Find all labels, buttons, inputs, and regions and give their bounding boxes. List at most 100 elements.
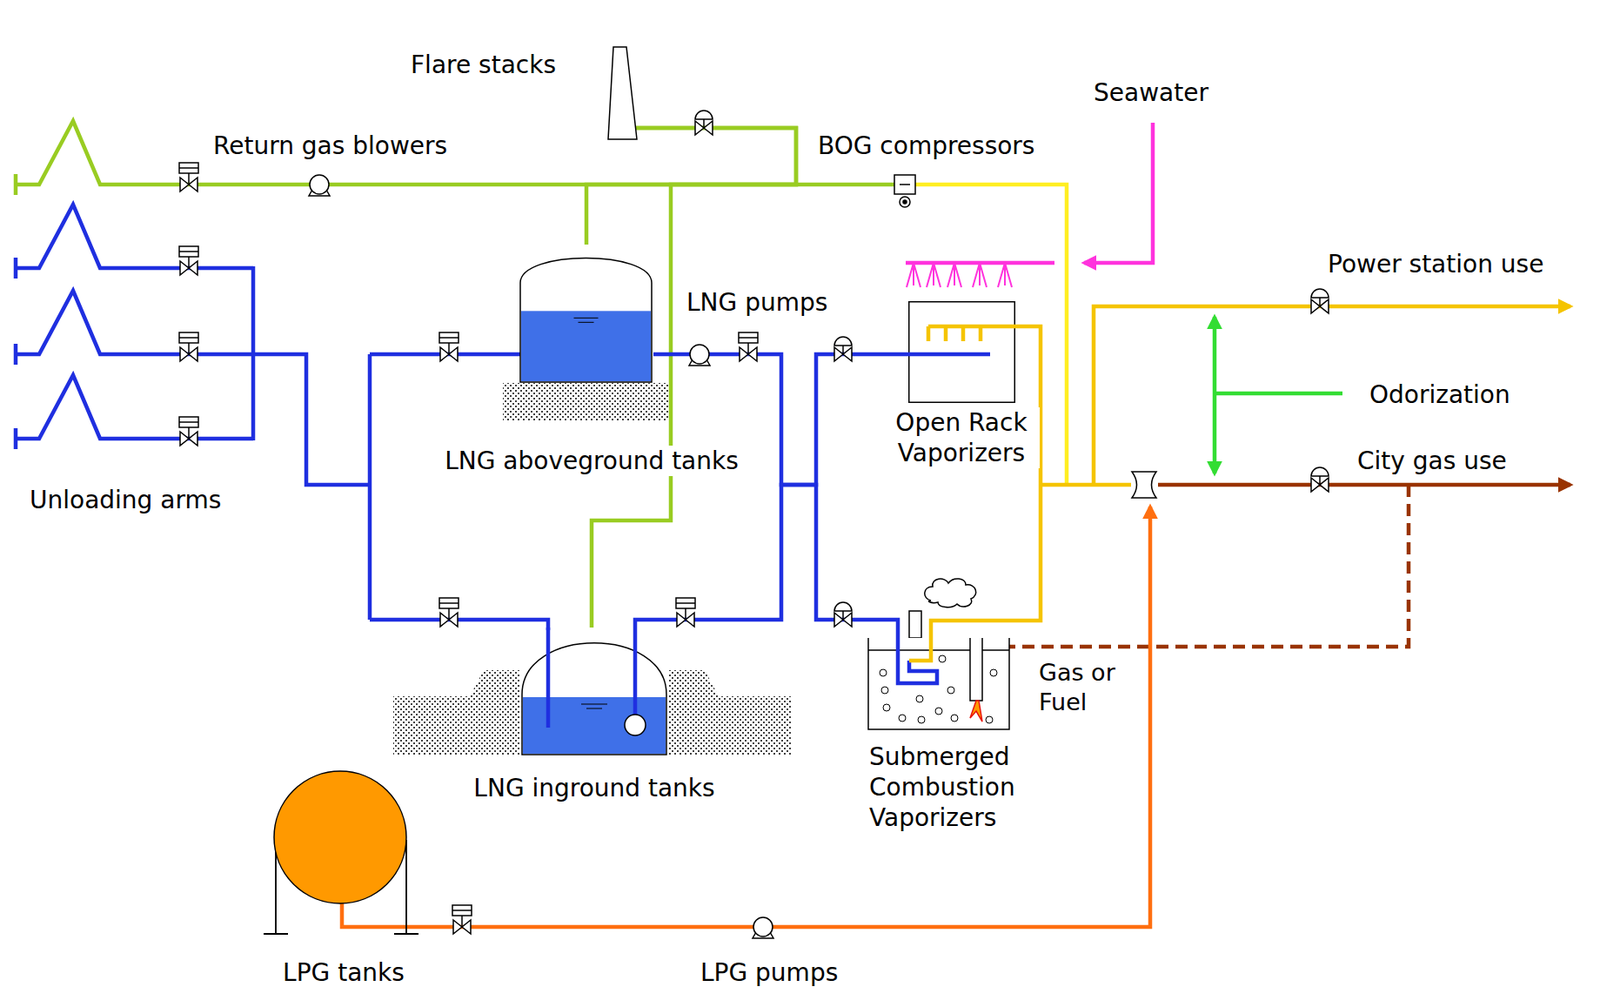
odorization-line [1212, 316, 1218, 474]
pipe-connector [635, 484, 898, 638]
lng-pipe [15, 374, 254, 449]
bog-compressor [894, 174, 916, 195]
tank-legs [263, 839, 419, 934]
pipe-connector [653, 354, 909, 485]
bubble [879, 669, 887, 677]
part-label: Seawater [1091, 77, 1211, 108]
ground [668, 669, 791, 756]
lng-pipe [15, 204, 254, 279]
lng-coil [897, 637, 938, 683]
pipe-connector [586, 127, 797, 245]
gas-header [928, 326, 1016, 342]
node-shape [518, 244, 654, 383]
gas-pipe [341, 184, 1571, 927]
flame [970, 700, 983, 722]
seawater-line [905, 261, 1055, 266]
part-label: City gas use [1355, 445, 1509, 476]
ground [393, 669, 521, 756]
return-gas-pipe [15, 120, 895, 195]
node-label: LPG tanks [281, 957, 407, 988]
open-rack-vaporizer: Open Rack Vaporizers [908, 301, 1016, 403]
vaporizer-outline [909, 301, 1016, 403]
node-label: Submerged Combustion Vaporizers [867, 741, 1058, 833]
seawater-line [905, 122, 1153, 288]
valves [834, 336, 852, 362]
submerged-pump [624, 714, 646, 736]
bog-compressor [903, 200, 907, 204]
pumps [752, 917, 774, 938]
gas-pipe [991, 484, 1409, 647]
node-shape [520, 627, 669, 756]
bubble [935, 707, 943, 715]
valves [179, 246, 199, 275]
lng-tube [908, 352, 991, 357]
outlet-pipe [633, 627, 638, 715]
valves [452, 904, 472, 934]
bog-compressor [899, 196, 911, 208]
bubble [881, 686, 889, 694]
mixer [1131, 471, 1157, 498]
bog-compressor [894, 174, 916, 208]
gas-outlet [909, 637, 931, 661]
aboveground-tank: LNG aboveground tanks [518, 244, 654, 383]
odorization-line [1216, 391, 1343, 396]
gas-pipe [1093, 306, 1571, 485]
flare-stack: Flare stacks [607, 46, 638, 141]
burner-tube [970, 637, 983, 701]
pumps [689, 344, 710, 366]
node-label: Flare stacks [408, 49, 558, 81]
inlet-pipe [546, 627, 551, 728]
bubble [917, 716, 925, 724]
valves [179, 416, 199, 446]
lpg-sphere [274, 770, 407, 904]
valves [738, 332, 758, 362]
part-label: BOG compressors [816, 130, 1037, 161]
node-shape [908, 301, 1016, 403]
part-label: Gas or Fuel [1037, 657, 1132, 717]
water-bath [868, 637, 1010, 730]
valves [676, 597, 696, 627]
bubble [985, 716, 993, 724]
bubble [883, 703, 891, 711]
liquid-surface [574, 317, 599, 322]
bubble [938, 655, 946, 663]
lpg-tank: LPG tanks [273, 769, 408, 904]
seawater-line [906, 262, 1012, 288]
gas-pipe [1158, 482, 1571, 488]
valves [439, 597, 459, 627]
stack-outline [608, 46, 637, 140]
return-gas-pipe [15, 120, 895, 195]
tank-outline [522, 642, 667, 755]
lng-pipe [15, 204, 549, 630]
pumps [308, 174, 330, 196]
valves [179, 332, 199, 362]
node-shape [273, 769, 408, 904]
valves [1311, 467, 1329, 492]
node-shape [867, 637, 1011, 730]
ground [502, 382, 669, 421]
pumps [308, 174, 774, 938]
tank-legs [263, 839, 419, 934]
submerged-combustion-vaporizer: Submerged Combustion Vaporizers [867, 637, 1011, 730]
ground [393, 382, 791, 756]
bog-compressor [899, 183, 911, 186]
part-label: LPG pumps [698, 957, 840, 988]
valves [695, 110, 713, 135]
lng-pipe [253, 266, 549, 630]
odorization-line [1214, 316, 1343, 474]
gas-pipe [341, 506, 1151, 927]
liquid-surface [581, 703, 608, 709]
valves [1311, 288, 1329, 314]
lng-liquid [521, 310, 651, 382]
part-label: Return gas blowers [211, 130, 449, 161]
node-label: Open Rack Vaporizers [883, 407, 1040, 469]
valves [179, 162, 199, 192]
valves [179, 110, 1329, 934]
node-label: LNG aboveground tanks [442, 445, 741, 476]
lng-liquid [522, 696, 666, 754]
mixer [1131, 471, 1157, 498]
